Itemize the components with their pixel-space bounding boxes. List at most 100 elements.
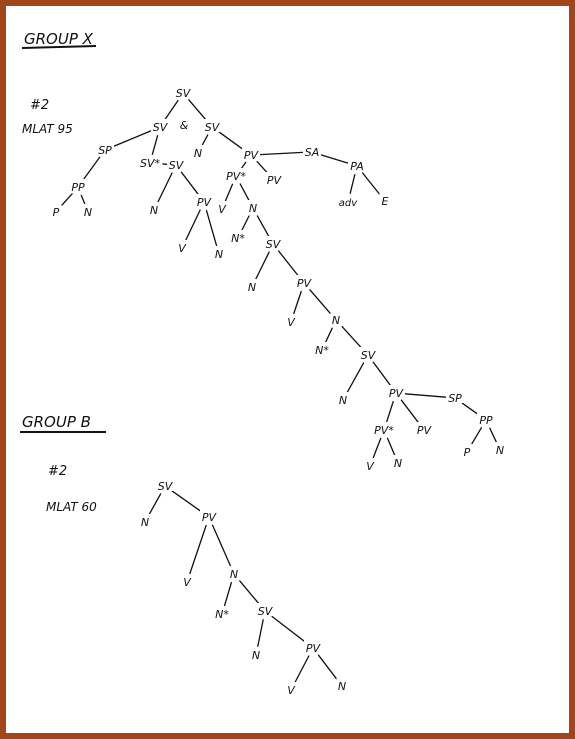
tree-x-node-bg-n1 bbox=[82, 204, 94, 217]
tree-x-edge-pvstar-v2 bbox=[224, 183, 234, 202]
tree-x-edge-sv_l-svstar bbox=[151, 135, 159, 155]
tree-x-edge-n4-nstar bbox=[241, 215, 250, 231]
tree-b-node-bg-b_n4 bbox=[336, 678, 348, 691]
tree-x-edge-pv1-v1 bbox=[185, 209, 201, 241]
tree-x-node-bg-n7 bbox=[337, 392, 349, 405]
tree-x-node-sp2: SP bbox=[448, 392, 462, 405]
tree-x-node-pv_top: PV bbox=[244, 149, 260, 162]
tree-b-edge-b_sv2-b_pv2 bbox=[271, 615, 307, 644]
tree-x-node-bg-n6 bbox=[330, 312, 342, 325]
tree-x-edge-pv4-sp2 bbox=[404, 393, 447, 398]
tree-x-node-bg-sa bbox=[303, 144, 321, 157]
tree-b-node-bg-b_v2 bbox=[285, 682, 297, 695]
tree-b-node-b_n1: N bbox=[141, 516, 149, 529]
tree-x-edge-pa-e bbox=[361, 172, 381, 195]
tree-x-node-v3: V bbox=[287, 316, 296, 329]
tree-x-edge-pv3-n6 bbox=[309, 289, 331, 314]
tree-x-edge-pvstar-n4 bbox=[239, 183, 250, 201]
tree-x-node-pp: PP bbox=[71, 181, 85, 194]
tree-b-node-b_n2: N bbox=[230, 568, 238, 581]
tree-x-node-pvstar: PV* bbox=[226, 170, 246, 183]
tree-b-node-bg-b_nstar bbox=[213, 606, 231, 619]
tree-x-node-bg-n9 bbox=[494, 442, 506, 455]
tree-b-node-b_sv: SV bbox=[158, 480, 174, 493]
tree-x-node-sv2: SV bbox=[169, 159, 185, 172]
tree-edges bbox=[61, 99, 497, 683]
tree-b-node-b_n4: N bbox=[338, 680, 346, 693]
tree-b-node-bg-b_n2 bbox=[228, 566, 240, 579]
tree-x-node-n_r: N bbox=[194, 147, 202, 160]
tree-x-node-bg-sv4 bbox=[359, 347, 377, 360]
tree-x-node-amp: & bbox=[180, 119, 189, 132]
tree-x-node-bg-v1 bbox=[176, 240, 188, 253]
tree-x-node-p1: P bbox=[53, 206, 60, 219]
tree-x-node-root: SV bbox=[176, 87, 192, 100]
tree-x-edge-sv3-pv3 bbox=[277, 250, 300, 277]
tree-x-node-v1: V bbox=[178, 242, 187, 255]
tree-x-edge-n4-sv3 bbox=[256, 215, 270, 237]
tree-x-node-bg-amp bbox=[178, 117, 190, 130]
tree-x-edge-sp2-pp2 bbox=[461, 402, 480, 416]
tree-x-edge-pv_top-sa bbox=[259, 151, 304, 156]
tree-x-node-bg-p2 bbox=[461, 444, 473, 457]
tree-x-node-bg-sv2 bbox=[167, 157, 185, 170]
tree-x-edge-pv_top-pvstar bbox=[240, 161, 247, 170]
tree-b-edge-b_pv2-b_n4 bbox=[317, 654, 338, 680]
tree-b-edge-b_sv-b_pv bbox=[171, 490, 203, 513]
tree-x-node-bg-n4 bbox=[247, 200, 259, 213]
tree-x-node-bg-sp2 bbox=[446, 390, 464, 403]
tree-b-node-bg-b_n1 bbox=[139, 514, 151, 527]
tree-x-node-bg-svstar bbox=[137, 155, 163, 168]
tree-x-node-e: E bbox=[382, 195, 389, 208]
tree-x-edge-pv4-pv5 bbox=[400, 399, 420, 424]
tree-b-edge-b_sv2-b_n3 bbox=[257, 619, 264, 647]
tree-x-node-bg-root bbox=[174, 85, 192, 98]
tree-x-edge-pv4-pvstar2 bbox=[386, 400, 394, 423]
tree-b-node-b_v1: V bbox=[183, 576, 192, 589]
tree-x-edge-pp-n1 bbox=[80, 194, 86, 205]
tree-x-node-sv4: SV bbox=[361, 349, 377, 362]
tree-x-node-pvstar2: PV* bbox=[374, 424, 394, 437]
tree-x-node-pa: PA bbox=[350, 160, 364, 173]
tree-x-node-bg-p1 bbox=[50, 204, 62, 217]
tree-b-node-b_sv2: SV bbox=[258, 605, 274, 618]
tree-x-node-bg-adv bbox=[335, 194, 361, 207]
tree-x-node-nstar: N* bbox=[231, 232, 245, 245]
tree-x-node-n3: N bbox=[215, 248, 223, 261]
tree-x-node-n2: N bbox=[150, 204, 158, 217]
tree-x-node-bg-v3 bbox=[285, 314, 297, 327]
tree-x-node-bg-pvstar2 bbox=[371, 422, 397, 435]
tree-x-node-sp: SP bbox=[98, 144, 112, 157]
tree-x-node-bg-sv3 bbox=[264, 236, 282, 249]
tree-x-edge-sv_r-n_r bbox=[201, 134, 209, 146]
tree-x-node-pv5: PV bbox=[417, 424, 433, 437]
tree-x-node-sv_r: SV bbox=[205, 121, 221, 134]
tree-x-node-adv: adv bbox=[339, 198, 358, 209]
tree-b-node-bg-b_n3 bbox=[250, 647, 262, 660]
tree-x-node-bg-pa bbox=[348, 158, 366, 171]
tree-b-node-b_nstar: N* bbox=[215, 608, 229, 621]
tree-x-node-p2: P bbox=[464, 446, 471, 459]
tree-x-node-nstar2: N* bbox=[315, 344, 329, 357]
tree-x-edge-sv_r-pv_top bbox=[218, 131, 245, 151]
tree-x-edge-pv_top-pv2 bbox=[256, 160, 269, 175]
tree-b-edge-b_n2-b_sv2 bbox=[239, 580, 260, 605]
tree-b-node-bg-b_sv2 bbox=[256, 603, 274, 616]
tree-x-node-bg-pv_top bbox=[242, 147, 260, 160]
group-x-heading: GROUP X bbox=[24, 30, 94, 48]
tree-x-edge-sa-pa bbox=[319, 154, 350, 164]
tree-x-node-bg-sv_r bbox=[203, 119, 221, 132]
tree-x-edge-n6-nstar2 bbox=[325, 327, 333, 343]
group-x-underline bbox=[21, 45, 97, 49]
tree-x-node-v4: V bbox=[366, 460, 375, 473]
tree-x-node-bg-pv2 bbox=[265, 172, 283, 185]
tree-x-edge-sp-pp bbox=[82, 156, 101, 181]
tree-x-node-n8: N bbox=[394, 457, 402, 470]
tree-x-edge-sv_l-sp bbox=[112, 129, 153, 148]
tree-b-node-bg-b_v1 bbox=[181, 574, 193, 587]
tree-x-edge-root-sv_r bbox=[188, 99, 207, 121]
tree-x-edge-sv4-n7 bbox=[346, 362, 365, 393]
tree-x-node-pv2: PV bbox=[267, 174, 283, 187]
tree-b-node-b_pv2: PV bbox=[306, 642, 322, 655]
group-b-subject-mlat: MLAT 60 bbox=[46, 500, 97, 514]
